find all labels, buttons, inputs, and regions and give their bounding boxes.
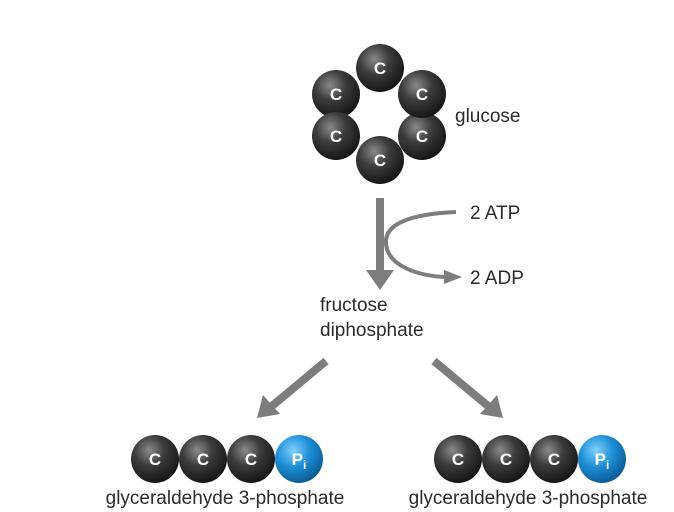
carbon-atom: C [179,435,227,483]
phosphate-subscript: i [606,458,609,472]
carbon-symbol: C [452,450,464,469]
carbon-symbol: C [245,450,257,469]
carbon-atom: C [482,435,530,483]
phosphate-symbol: P [595,450,606,469]
phosphate-symbol: P [292,450,303,469]
arrow-split-left [257,357,329,418]
carbon-symbol: C [197,450,209,469]
atp-label: 2 ATP [470,203,520,224]
phosphate-subscript: i [303,458,306,472]
carbon-symbol: C [500,450,512,469]
carbon-symbol: C [330,127,342,146]
atp-adp-curved-arrow [383,210,457,279]
g3p-right-label: glyceraldehyde 3-phosphate [409,488,648,509]
glucose-molecule: C C C C C C [312,44,446,184]
svg-text:Pi: Pi [292,450,307,472]
carbon-atom: C [398,112,446,160]
carbon-atom: C [434,435,482,483]
glucose-label: glucose [455,106,521,127]
carbon-atom: C [312,112,360,160]
carbon-symbol: C [416,127,428,146]
fructose-label-line2: diphosphate [320,320,424,341]
carbon-symbol: C [374,151,386,170]
svg-text:Pi: Pi [595,450,610,472]
carbon-atom: C [356,136,404,184]
carbon-atom: C [398,70,446,118]
carbon-symbol: C [374,59,386,78]
carbon-atom: C [227,435,275,483]
g3p-molecule-right: C C C Pi [434,435,626,483]
carbon-atom: C [312,70,360,118]
carbon-symbol: C [548,450,560,469]
carbon-symbol: C [416,85,428,104]
fructose-label-line1: fructose [320,295,388,316]
carbon-atom: C [356,44,404,92]
carbon-symbol: C [149,450,161,469]
phosphate-atom: Pi [275,435,323,483]
phosphate-atom: Pi [578,435,626,483]
carbon-symbol: C [330,85,342,104]
g3p-left-label: glyceraldehyde 3-phosphate [106,488,345,509]
carbon-atom: C [131,435,179,483]
carbon-atom: C [530,435,578,483]
g3p-molecule-left: C C C Pi [131,435,323,483]
arrowhead-icon [444,270,462,284]
arrow-split-right [431,357,503,418]
arrow-glucose-to-fructose [366,198,394,290]
adp-label: 2 ADP [470,268,524,289]
